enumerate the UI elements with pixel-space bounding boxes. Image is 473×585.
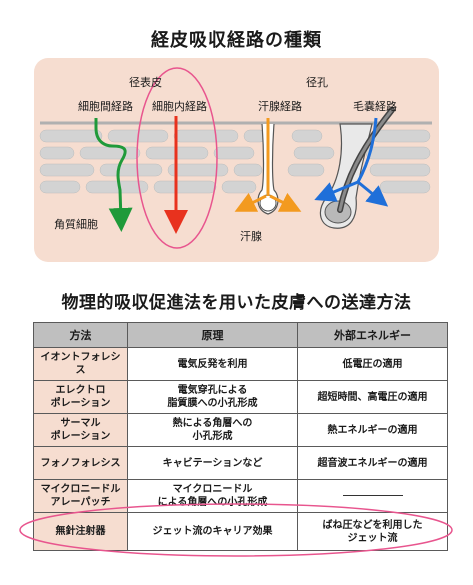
cell-method: イオントフォレシス: [33, 347, 128, 381]
table-row: サーマルポレーション熱による角層への小孔形成熱エネルギーの適用: [33, 413, 448, 447]
table-title: 物理的吸収促進法を用いた皮膚への送達方法: [61, 293, 412, 313]
cell-method: エレクトロポレーション: [33, 380, 128, 414]
label-sweat-gland: 汗腺: [240, 229, 262, 243]
cell-method: マイクロニードルアレーパッチ: [33, 479, 128, 513]
table-row: イオントフォレシス電気反発を利用低電圧の適用: [33, 347, 448, 381]
skin-absorption-diagram: 径表皮 細胞間経路 細胞内経路 径孔 汗腺経路 毛嚢経路 角質細胞 汗腺: [34, 58, 439, 262]
intercellular-arrow: [94, 118, 133, 232]
label-intracellular: 細胞内経路: [152, 99, 207, 113]
cell-energy: ばね圧などを利用したジェット流: [297, 512, 448, 551]
cell-principle: キャビテーションなど: [127, 446, 298, 480]
header-method: 方法: [33, 322, 128, 348]
cell-method: フォノフォレシス: [33, 446, 128, 480]
methods-table: 方法 原理 外部エネルギー イオントフォレシス電気反発を利用低電圧の適用エレクト…: [33, 322, 448, 551]
cell-principle: ジェット流のキャリア効果: [127, 512, 298, 551]
cell-energy: 超短時間、高電圧の適用: [297, 380, 448, 414]
hair-follicle: [319, 107, 395, 229]
cell-energy: 超音波エネルギーの適用: [297, 446, 448, 480]
label-hair-route: 毛嚢経路: [353, 99, 397, 113]
label-intercellular: 細胞間経路: [78, 100, 133, 113]
table-row: エレクトロポレーション電気穿孔による脂質膜への小孔形成超短時間、高電圧の適用: [33, 380, 448, 414]
diagram-title: 経皮吸収経路の種類: [151, 30, 322, 51]
hair-route-arrows: [314, 117, 389, 207]
sweat-route-arrows: [234, 118, 302, 212]
header-principle: 原理: [127, 322, 298, 348]
table-row: マイクロニードルアレーパッチマイクロニードルによる角層への小孔形成: [33, 479, 448, 513]
header-energy: 外部エネルギー: [297, 322, 448, 348]
table-row: 無針注射器ジェット流のキャリア効果ばね圧などを利用したジェット流: [33, 512, 448, 551]
label-keratinocyte: 角質細胞: [54, 217, 98, 231]
cell-principle: 電気穿孔による脂質膜への小孔形成: [127, 380, 298, 414]
dash-line: [342, 495, 403, 496]
cell-energy: [297, 479, 448, 513]
skin-panel: [34, 58, 439, 262]
label-transepidermal: 径表皮: [129, 75, 162, 89]
cell-principle: マイクロニードルによる角層への小孔形成: [127, 479, 298, 513]
cell-principle: 電気反発を利用: [127, 347, 298, 381]
label-follicular: 径孔: [306, 76, 328, 89]
cell-method: 無針注射器: [33, 512, 128, 551]
table-row: フォノフォレシスキャビテーションなど超音波エネルギーの適用: [33, 446, 448, 480]
cell-energy: 低電圧の適用: [297, 347, 448, 381]
cell-energy: 熱エネルギーの適用: [297, 413, 448, 447]
cell-method: サーマルポレーション: [33, 413, 128, 447]
cell-principle: 熱による角層への小孔形成: [127, 413, 298, 447]
label-sweat-route: 汗腺経路: [258, 99, 302, 113]
highlight-ellipse: [136, 67, 218, 249]
